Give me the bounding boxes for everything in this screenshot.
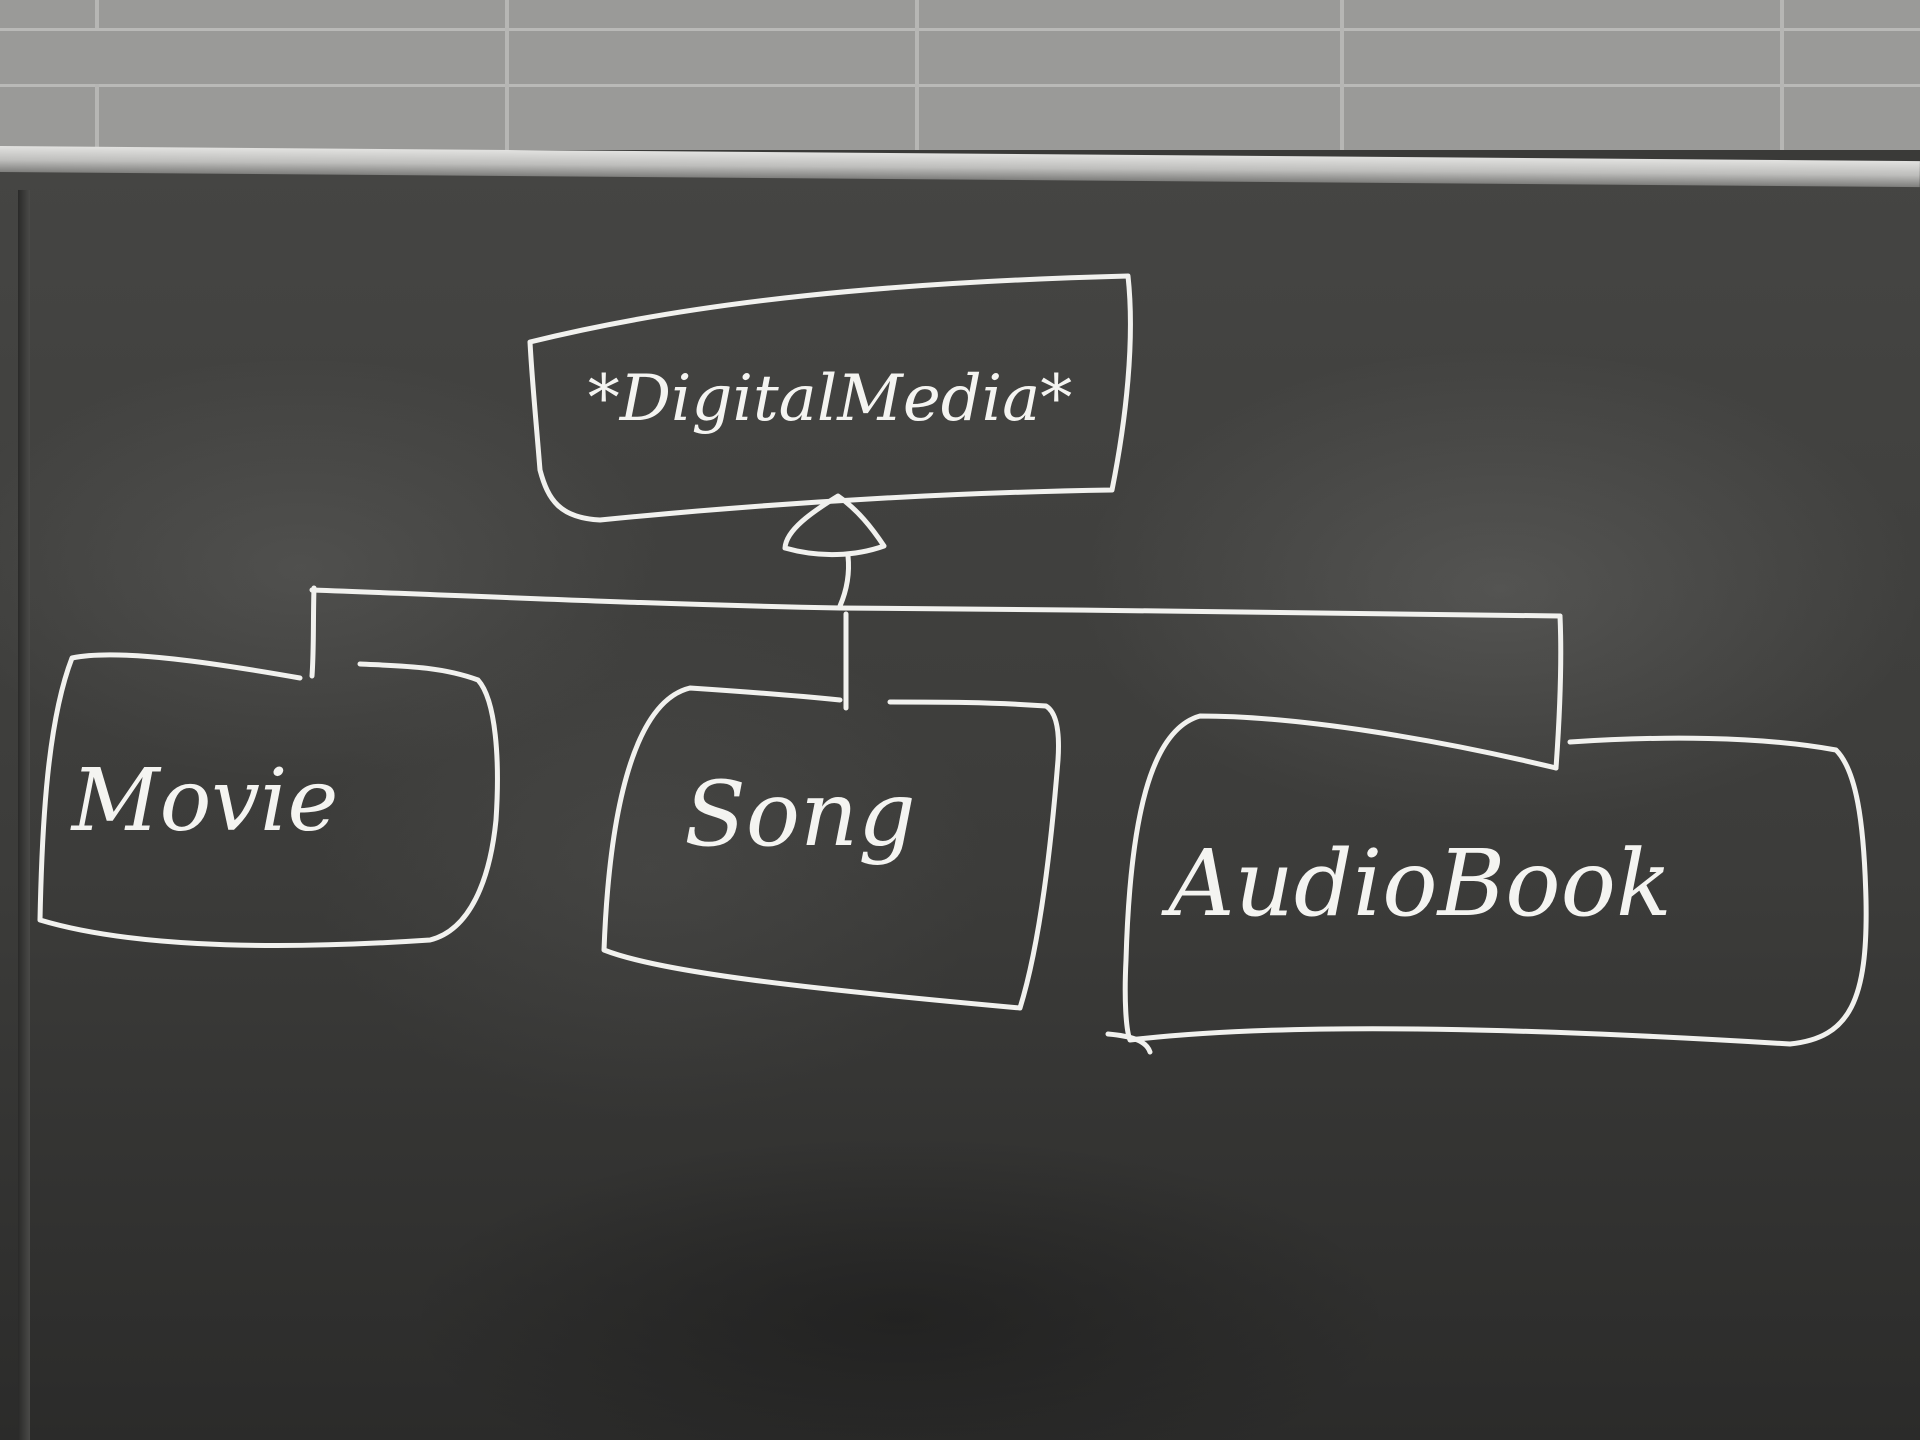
movie-class-box <box>37 652 500 949</box>
mortar-joint <box>915 84 919 150</box>
chalkboard-frame-edge <box>18 190 30 1440</box>
child-class-node-movie: Movie <box>37 652 500 949</box>
audiobook-box-tail-line <box>1105 1031 1153 1055</box>
mortar-line <box>0 84 1920 87</box>
mortar-joint <box>1780 28 1784 84</box>
parent-class-node: *DigitalMedia* <box>527 273 1133 523</box>
connector-lines <box>309 585 1564 771</box>
mortar-joint <box>505 28 509 84</box>
audiobook-class-label: AudioBook <box>1160 830 1672 937</box>
arrow-stem-line <box>837 553 851 609</box>
connector-bus-line <box>309 587 1563 619</box>
parent-class-box <box>527 273 1133 523</box>
mortar-joint <box>1780 84 1784 150</box>
brick-wall <box>0 0 1920 150</box>
mortar-joint <box>1340 28 1344 84</box>
mortar-joint <box>1340 0 1344 28</box>
song-class-box <box>601 685 1061 1011</box>
song-class-label: Song <box>684 762 915 867</box>
connector-movie-line <box>309 585 317 679</box>
connector-audiobook-line <box>1553 613 1564 771</box>
mortar-joint <box>95 0 99 28</box>
inheritance-arrow <box>782 493 887 609</box>
mortar-line <box>0 28 1920 31</box>
mortar-joint <box>1780 0 1784 28</box>
mortar-joint <box>95 84 99 150</box>
inheritance-triangle-icon <box>782 493 887 558</box>
child-class-node-song: Song <box>601 685 1061 1011</box>
mortar-joint <box>1340 84 1344 150</box>
mortar-joint <box>505 84 509 150</box>
mortar-joint <box>505 0 509 28</box>
mortar-joint <box>915 28 919 84</box>
child-class-node-audiobook: AudioBook <box>1105 713 1869 1055</box>
audiobook-class-box <box>1122 713 1869 1047</box>
mortar-joint <box>915 0 919 28</box>
chalkboard <box>0 168 1920 1440</box>
movie-class-label: Movie <box>70 751 339 851</box>
parent-class-label: *DigitalMedia* <box>588 362 1073 436</box>
